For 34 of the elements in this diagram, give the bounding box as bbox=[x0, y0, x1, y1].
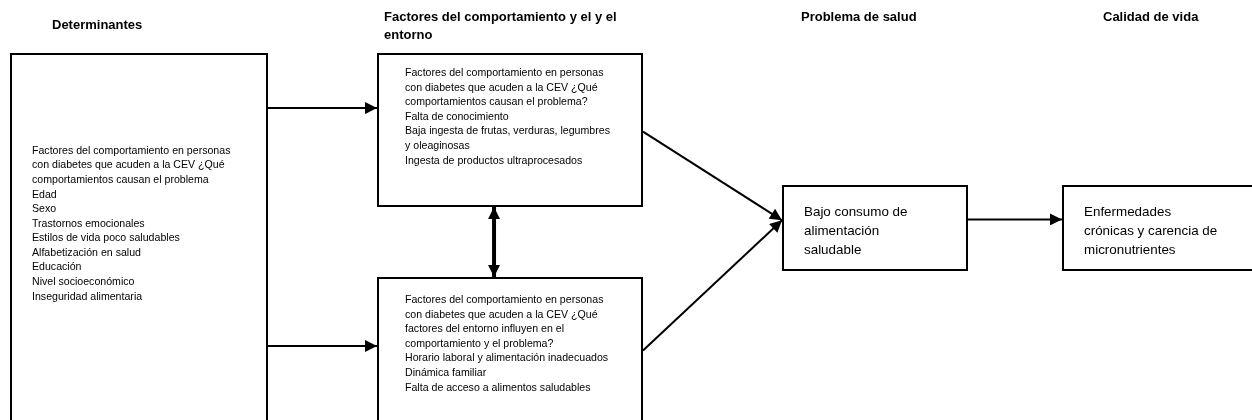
arrow bbox=[967, 213, 1063, 226]
box-text: Edad bbox=[32, 186, 58, 202]
box-text: Factores del comportamiento en personas con diabetes que acuden a la CEV ¿Qué comportamientos causan el problema bbox=[32, 142, 232, 187]
box-text: Trastornos emocionales bbox=[32, 215, 146, 231]
box-text: Factores del comportamiento en personas con diabetes que acuden a la CEV ¿Qué factores del entorno influyen en el comportamiento y el problema? bbox=[405, 292, 605, 351]
box-text: Bajo consumo de alimentación saludable bbox=[804, 203, 909, 259]
arrow bbox=[267, 102, 378, 115]
text-box bbox=[377, 277, 643, 420]
arrow bbox=[267, 340, 378, 352]
box-text: Baja ingesta de frutas, verduras, legumbres y oleaginosas bbox=[405, 123, 611, 153]
box-text: Educación bbox=[32, 259, 83, 275]
box-text: Falta de conocimiento bbox=[405, 108, 510, 124]
column-heading: Calidad de vida bbox=[1103, 8, 1200, 26]
box-text: Horario laboral y alimentación inadecuados bbox=[405, 350, 610, 365]
box-text: Ingesta de productos ultraprocesados bbox=[405, 152, 584, 168]
box-text: Falta de acceso a alimentos saludables bbox=[405, 379, 592, 395]
column-heading: Factores del comportamiento y el y el entorno bbox=[384, 8, 618, 44]
box-text: Estilos de vida poco saludables bbox=[32, 230, 181, 245]
box-text: Enfermedades crónicas y carencia de micronutrientes bbox=[1084, 203, 1219, 259]
column-heading: Problema de salud bbox=[801, 8, 918, 26]
arrow bbox=[642, 219, 783, 352]
box-text: Dinámica familiar bbox=[405, 364, 488, 380]
box-text: Alfabetización en salud bbox=[32, 244, 142, 260]
box-text: Nivel socioeconómico bbox=[32, 274, 136, 289]
text-box bbox=[782, 185, 968, 271]
text-box bbox=[1062, 185, 1252, 271]
arrow bbox=[488, 207, 501, 277]
box-text: Factores del comportamiento en personas con diabetes que acuden a la CEV ¿Qué comportamientos causan el problema? bbox=[405, 65, 605, 109]
box-text: Inseguridad alimentaria bbox=[32, 288, 144, 304]
arrow bbox=[642, 130, 783, 222]
text-box bbox=[377, 53, 643, 207]
text-box bbox=[10, 53, 268, 420]
box-text: Sexo bbox=[32, 201, 58, 216]
column-heading: Determinantes bbox=[52, 16, 144, 34]
